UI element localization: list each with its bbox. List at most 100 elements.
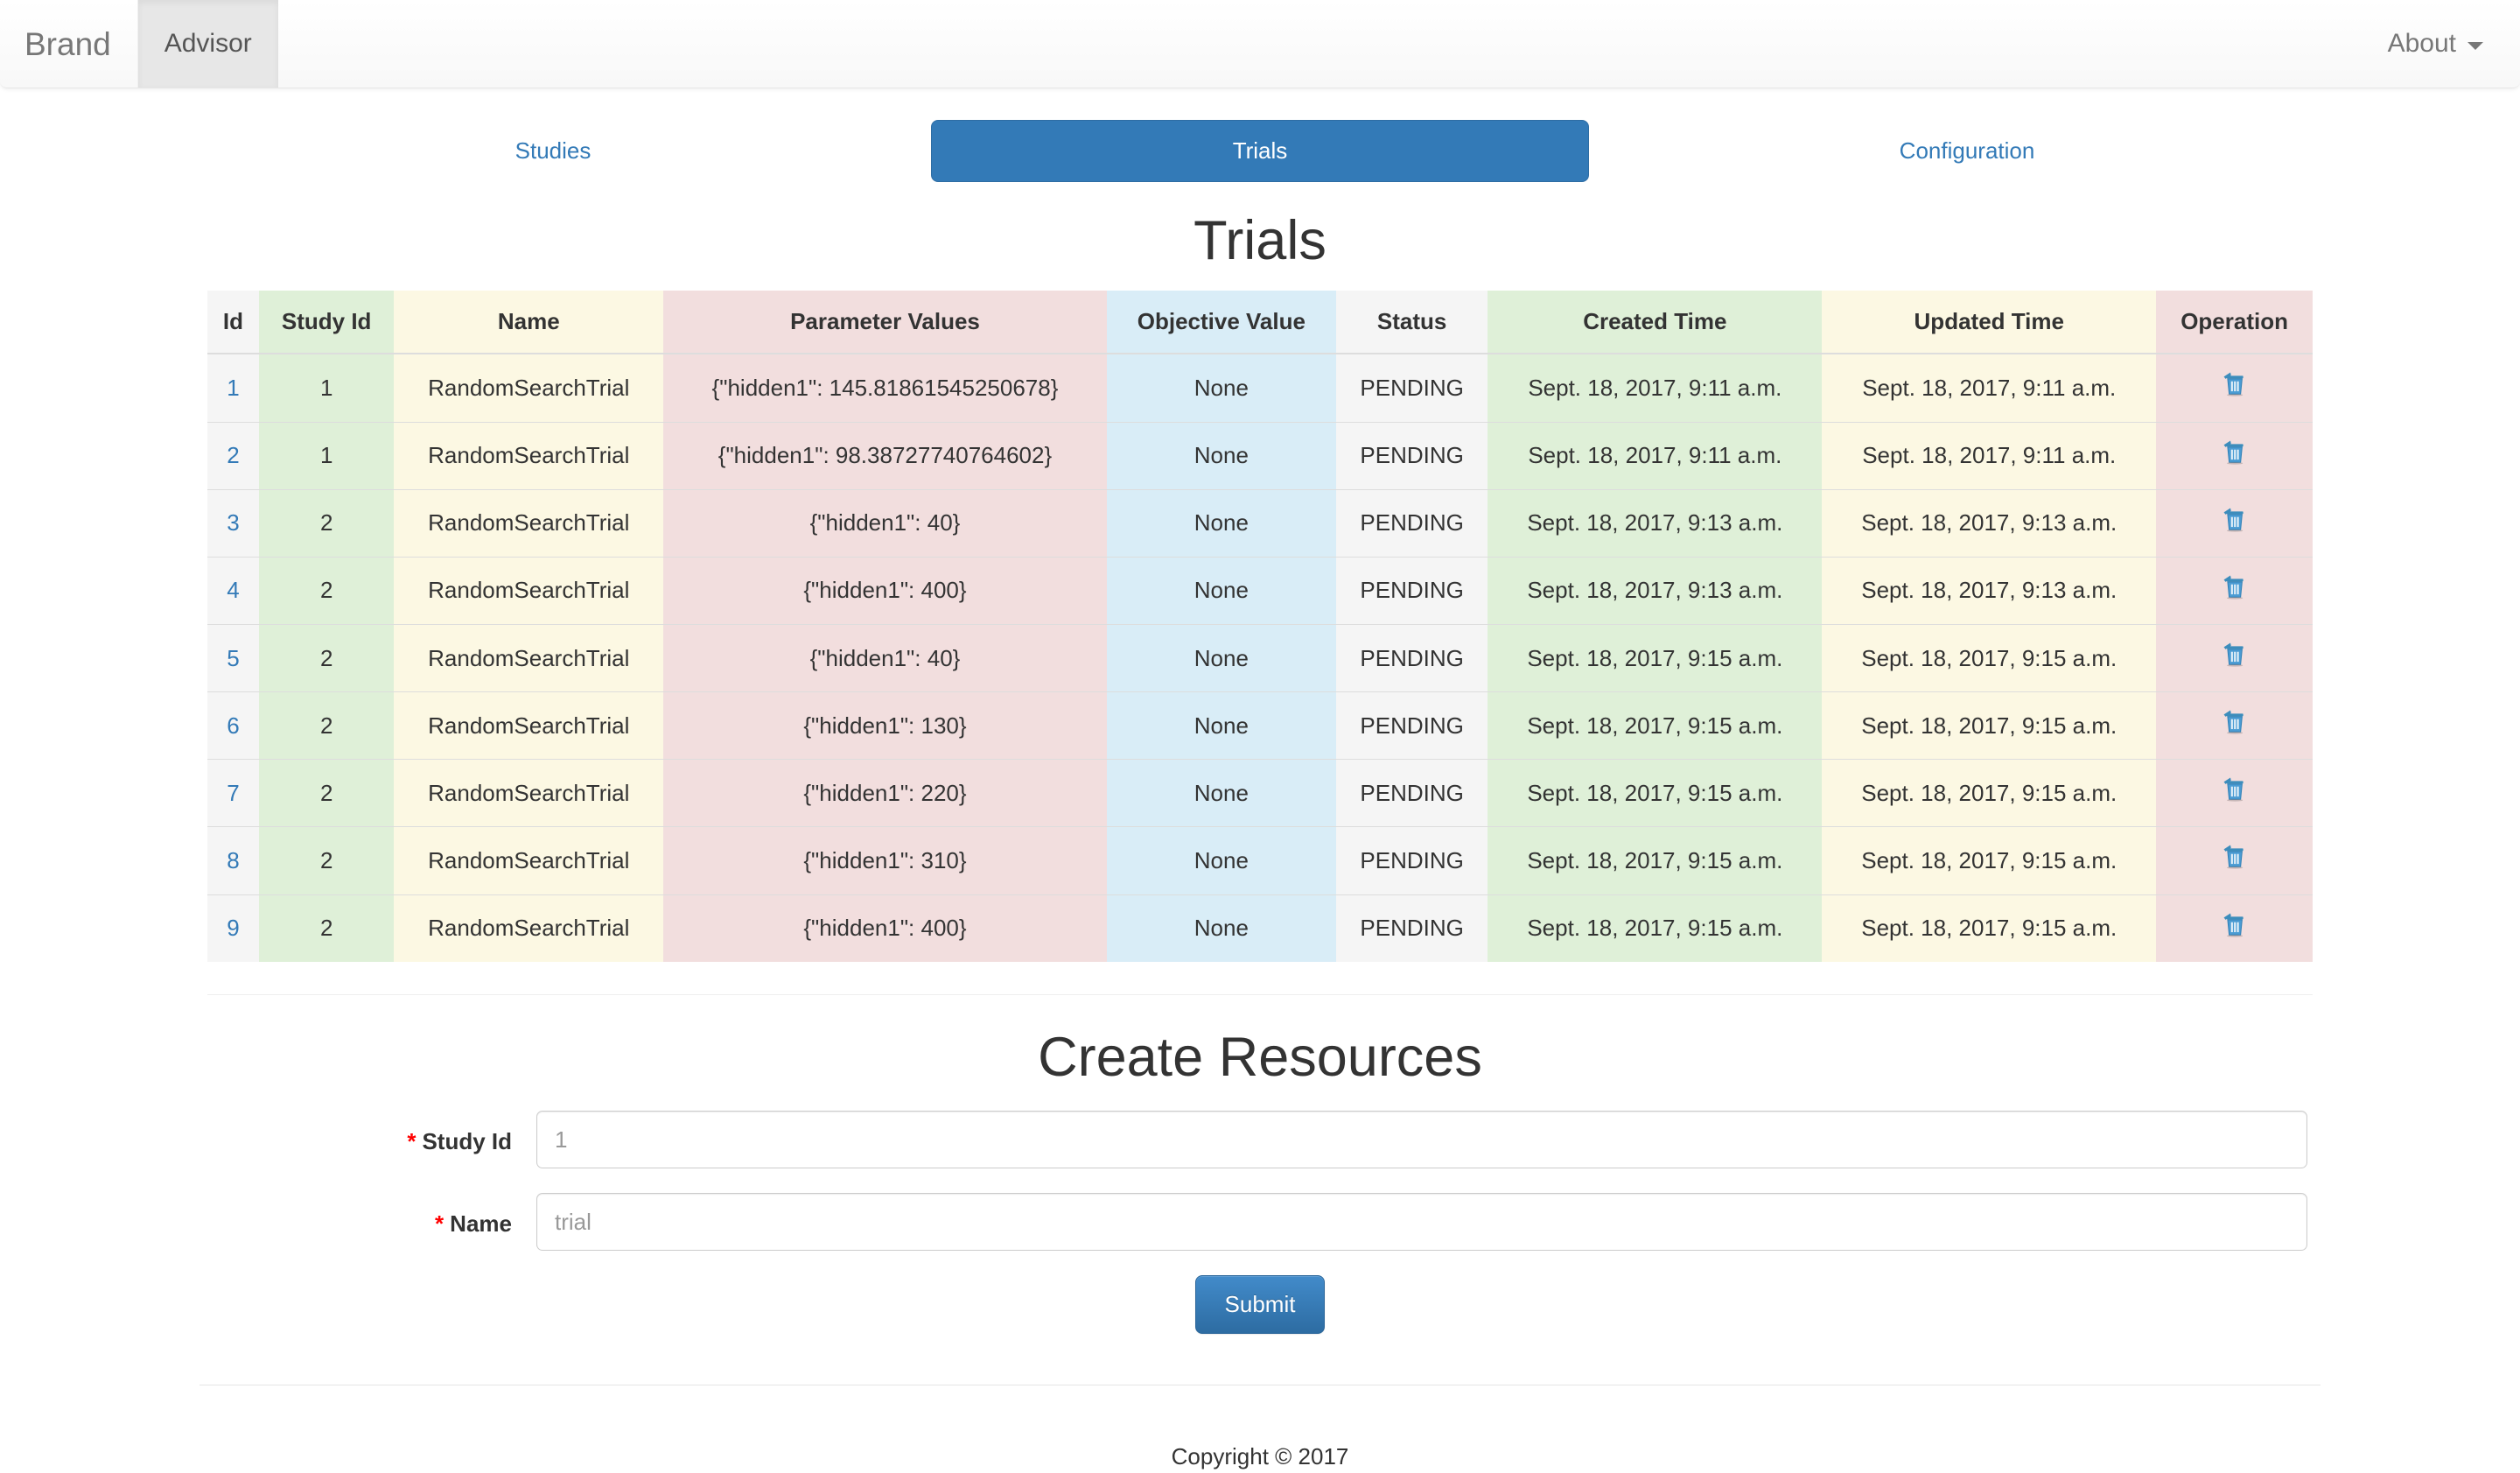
- cell-objective-value: None: [1106, 353, 1336, 423]
- chevron-down-icon: [2468, 42, 2483, 50]
- cell-status: PENDING: [1335, 826, 1488, 895]
- trials-table-wrap: Id Study Id Name Parameter Values Object…: [200, 291, 2320, 962]
- cell-status: PENDING: [1335, 421, 1488, 490]
- navbar-about-dropdown[interactable]: About: [2388, 0, 2520, 88]
- cell-id: 3: [207, 488, 259, 558]
- col-header-name: Name: [394, 291, 664, 355]
- cell-study-id: 2: [258, 691, 395, 760]
- col-header-operation: Operation: [2156, 291, 2313, 355]
- cell-study-id: 1: [258, 421, 395, 490]
- required-asterisk-name: *: [435, 1210, 444, 1237]
- delete-trial-button[interactable]: [2220, 504, 2250, 534]
- cell-objective-value: None: [1106, 488, 1336, 558]
- trial-id-link[interactable]: 1: [227, 374, 240, 401]
- navbar-item-advisor[interactable]: Advisor: [137, 0, 278, 88]
- navbar: Brand Advisor About: [0, 0, 2520, 88]
- delete-trial-button[interactable]: [2220, 706, 2250, 736]
- cell-parameter-values: {"hidden1": 400}: [663, 556, 1107, 625]
- cell-parameter-values: {"hidden1": 98.38727740764602}: [663, 421, 1107, 490]
- col-header-objective-value: Objective Value: [1106, 291, 1336, 355]
- cell-objective-value: None: [1106, 691, 1336, 760]
- delete-trial-button[interactable]: [2220, 437, 2250, 466]
- col-header-parameter-values: Parameter Values: [663, 291, 1107, 355]
- cell-parameter-values: {"hidden1": 145.81861545250678}: [663, 353, 1107, 423]
- trial-id-link[interactable]: 6: [227, 712, 240, 739]
- trial-id-link[interactable]: 7: [227, 779, 240, 806]
- cell-name: RandomSearchTrial: [394, 691, 664, 760]
- cell-id: 7: [207, 759, 259, 827]
- cell-study-id: 2: [258, 759, 395, 827]
- col-header-id: Id: [207, 291, 259, 355]
- cell-parameter-values: {"hidden1": 40}: [663, 623, 1107, 692]
- trial-id-link[interactable]: 9: [227, 915, 240, 942]
- cell-created-time: Sept. 18, 2017, 9:11 a.m.: [1488, 421, 1823, 490]
- cell-objective-value: None: [1106, 894, 1336, 962]
- trial-id-link[interactable]: 2: [227, 442, 240, 469]
- table-header-row: Id Study Id Name Parameter Values Object…: [207, 291, 2313, 355]
- cell-updated-time: Sept. 18, 2017, 9:13 a.m.: [1822, 556, 2157, 625]
- trial-id-link[interactable]: 4: [227, 577, 240, 604]
- cell-created-time: Sept. 18, 2017, 9:15 a.m.: [1488, 691, 1823, 760]
- cell-created-time: Sept. 18, 2017, 9:11 a.m.: [1488, 353, 1823, 423]
- cell-status: PENDING: [1335, 353, 1488, 423]
- cell-id: 2: [207, 421, 259, 490]
- trash-icon: [2220, 710, 2250, 739]
- study-id-input[interactable]: [536, 1111, 2307, 1168]
- cell-objective-value: None: [1106, 623, 1336, 692]
- create-resources-title: Create Resources: [1038, 1026, 1482, 1088]
- cell-operation: [2156, 623, 2313, 692]
- tab-col-studies: Studies: [200, 120, 906, 182]
- trial-id-link[interactable]: 8: [227, 846, 240, 873]
- cell-id: 8: [207, 826, 259, 895]
- trash-icon: [2220, 440, 2250, 469]
- create-resources-form: *Study Id *Name Submit: [200, 1111, 2320, 1335]
- cell-name: RandomSearchTrial: [394, 353, 664, 423]
- cell-updated-time: Sept. 18, 2017, 9:13 a.m.: [1822, 488, 2157, 558]
- section-tabs: Studies Trials Configuration: [200, 120, 2320, 182]
- cell-name: RandomSearchTrial: [394, 421, 664, 490]
- cell-study-id: 2: [258, 623, 395, 692]
- cell-study-id: 2: [258, 894, 395, 962]
- trial-id-link[interactable]: 3: [227, 509, 240, 537]
- cell-status: PENDING: [1335, 894, 1488, 962]
- cell-updated-time: Sept. 18, 2017, 9:15 a.m.: [1822, 759, 2157, 827]
- delete-trial-button[interactable]: [2220, 774, 2250, 803]
- cell-study-id: 2: [258, 826, 395, 895]
- cell-created-time: Sept. 18, 2017, 9:15 a.m.: [1488, 759, 1823, 827]
- cell-objective-value: None: [1106, 556, 1336, 625]
- cell-operation: [2156, 421, 2313, 490]
- tab-studies[interactable]: Studies: [224, 120, 882, 182]
- trials-table-head: Id Study Id Name Parameter Values Object…: [207, 291, 2313, 355]
- section-divider: [207, 993, 2313, 995]
- cell-study-id: 1: [258, 353, 395, 423]
- cell-created-time: Sept. 18, 2017, 9:13 a.m.: [1488, 488, 1823, 558]
- tab-configuration[interactable]: Configuration: [1638, 120, 2296, 182]
- delete-trial-button[interactable]: [2220, 368, 2250, 398]
- cell-id: 6: [207, 691, 259, 760]
- cell-study-id: 2: [258, 556, 395, 625]
- tab-trials[interactable]: Trials: [931, 120, 1589, 182]
- submit-button[interactable]: Submit: [1194, 1275, 1326, 1335]
- label-text-study-id: Study Id: [422, 1128, 512, 1154]
- delete-trial-button[interactable]: [2220, 909, 2250, 939]
- cell-name: RandomSearchTrial: [394, 488, 664, 558]
- trial-id-link[interactable]: 5: [227, 644, 240, 671]
- tab-col-trials: Trials: [906, 120, 1614, 182]
- label-study-id: *Study Id: [200, 1111, 536, 1158]
- navbar-brand[interactable]: Brand: [0, 0, 138, 88]
- required-asterisk-study-id: *: [407, 1128, 416, 1154]
- delete-trial-button[interactable]: [2220, 841, 2250, 871]
- trash-icon: [2220, 372, 2250, 401]
- footer: Copyright © 2017: [200, 1385, 2320, 1473]
- delete-trial-button[interactable]: [2220, 639, 2250, 669]
- cell-parameter-values: {"hidden1": 310}: [663, 826, 1107, 895]
- cell-created-time: Sept. 18, 2017, 9:13 a.m.: [1488, 556, 1823, 625]
- cell-operation: [2156, 488, 2313, 558]
- cell-name: RandomSearchTrial: [394, 556, 664, 625]
- cell-operation: [2156, 353, 2313, 423]
- delete-trial-button[interactable]: [2220, 572, 2250, 601]
- name-input[interactable]: [536, 1193, 2307, 1251]
